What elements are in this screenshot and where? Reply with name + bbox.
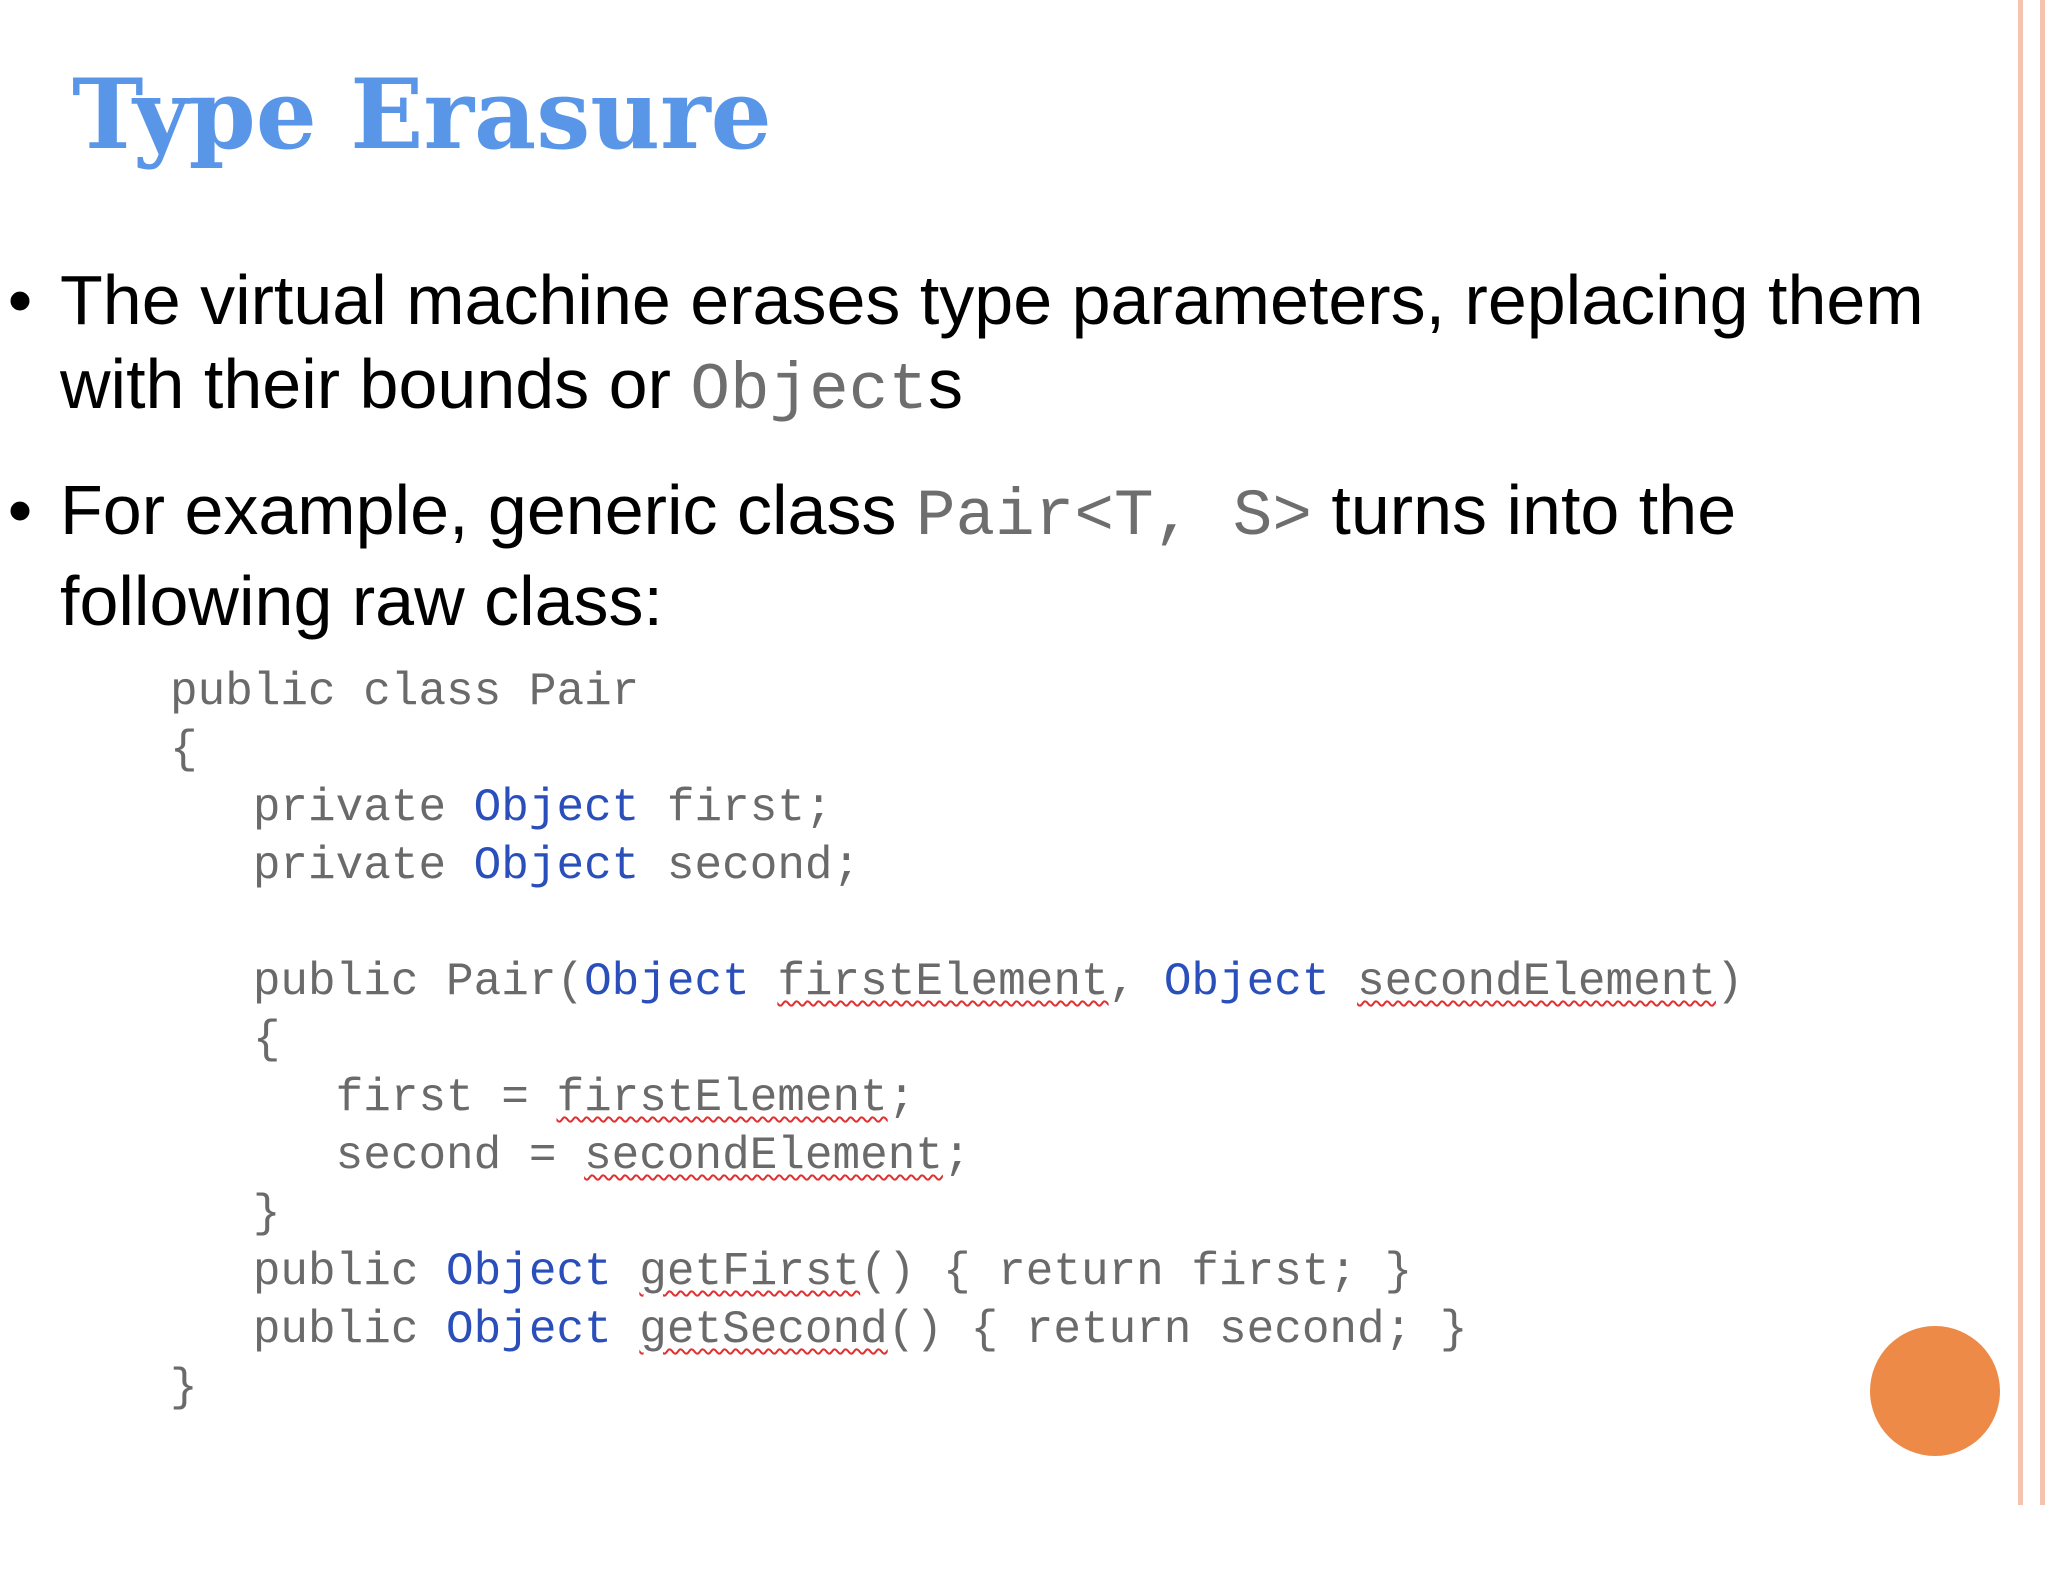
code-text: first = — [170, 1072, 557, 1124]
code-text: { — [170, 724, 198, 776]
bullet-text-part: s — [927, 345, 963, 423]
bullet-text: The virtual machine erases type paramete… — [60, 258, 2000, 433]
code-line: second = secondElement; — [170, 1127, 1744, 1185]
code-line: private Object second; — [170, 837, 1744, 895]
bullet-text-part: The virtual machine erases type paramete… — [60, 261, 1924, 423]
code-text: () { return first; } — [860, 1246, 1413, 1298]
code-type-keyword: Object — [473, 782, 640, 834]
code-line: public Object getFirst() { return first;… — [170, 1243, 1744, 1301]
code-text: second; — [639, 840, 861, 892]
code-line: } — [170, 1185, 1744, 1243]
code-type-keyword: Object — [1163, 956, 1330, 1008]
code-line: private Object first; — [170, 779, 1744, 837]
code-line: } — [170, 1359, 1744, 1417]
code-text — [750, 956, 778, 1008]
decoration-line — [2018, 0, 2023, 1505]
slide-title: Type Erasure — [72, 58, 772, 171]
code-text: public — [170, 1304, 447, 1356]
code-identifier-misspelled: firstElement — [777, 956, 1109, 1008]
bullet-text-part: For example, generic class — [60, 471, 916, 549]
code-text — [1329, 956, 1357, 1008]
decoration-line — [2040, 0, 2045, 1505]
code-type-keyword: Object — [473, 840, 640, 892]
code-identifier-misspelled: secondElement — [1357, 956, 1716, 1008]
code-text: } — [170, 1188, 281, 1240]
code-block: public class Pair { private Object first;… — [170, 663, 1744, 1417]
code-text: first; — [639, 782, 833, 834]
bullet-text: For example, generic class Pair<T, S> tu… — [60, 468, 1860, 643]
code-text — [612, 1304, 640, 1356]
code-type-keyword: Object — [584, 956, 750, 1008]
code-identifier-misspelled: getFirst — [639, 1246, 861, 1298]
code-type-keyword: Object — [446, 1304, 612, 1356]
code-identifier-misspelled: firstElement — [556, 1072, 888, 1124]
code-text: ; — [887, 1072, 916, 1124]
code-type-keyword: Object — [446, 1246, 612, 1298]
bullet-marker: • — [7, 261, 33, 339]
code-line: { — [170, 1011, 1744, 1069]
bullet-marker: • — [7, 471, 33, 549]
code-text: public Pair( — [170, 956, 585, 1008]
code-line: public Pair(Object firstElement, Object … — [170, 953, 1744, 1011]
code-identifier-misspelled: getSecond — [639, 1304, 888, 1356]
code-text: } — [170, 1362, 198, 1414]
code-identifier-misspelled: secondElement — [584, 1130, 943, 1182]
code-text: private — [170, 840, 474, 892]
decoration-circle — [1870, 1326, 2000, 1456]
inline-code: Object — [690, 353, 928, 428]
code-line: first = firstElement; — [170, 1069, 1744, 1127]
decoration-lines — [2012, 0, 2052, 1505]
inline-code: Pair<T, S> — [915, 479, 1312, 554]
code-text — [612, 1246, 640, 1298]
code-line: public class Pair — [170, 663, 1744, 721]
code-text: ; — [942, 1130, 971, 1182]
code-text: { — [170, 1014, 281, 1066]
code-text: ) — [1715, 956, 1744, 1008]
code-line: public Object getSecond() { return secon… — [170, 1301, 1744, 1359]
code-text: public — [170, 1246, 447, 1298]
code-text: private — [170, 782, 474, 834]
code-text: , — [1108, 956, 1164, 1008]
code-text: public class Pair — [170, 666, 640, 718]
code-line — [170, 895, 1744, 953]
code-line: { — [170, 721, 1744, 779]
code-text: () { return second; } — [887, 1304, 1468, 1356]
code-text: second = — [170, 1130, 585, 1182]
bullet-text-part: turns into the following raw class: — [60, 471, 1737, 640]
